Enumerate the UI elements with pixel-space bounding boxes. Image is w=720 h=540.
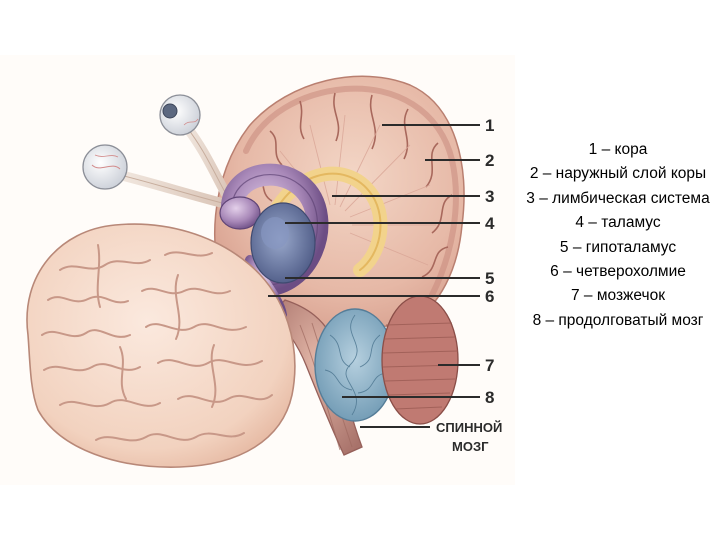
whole-brain [26,223,296,468]
callout-number-2: 2 [485,151,494,170]
left-eye [82,144,128,190]
legend-item-cerebellum: 7 – мозжечок [570,287,665,305]
callout-number-5: 5 [485,269,494,288]
callout-number-3: 3 [485,187,494,206]
callout-number-7: 7 [485,356,494,375]
legend-item-medulla: 8 – продолговатый мозг [532,311,704,329]
callout-numbers: 1 2 3 4 5 6 7 8 СПИННОЙ МОЗГ [436,116,502,454]
legend-item-outer-layer: 2 – наружный слой коры [529,165,707,183]
legend-list: 1 – кора 2 – наружный слой коры 3 – лимб… [524,138,712,333]
legend-item-hypothalamus: 5 – гипоталамус [559,238,677,256]
callout-number-8: 8 [485,388,494,407]
brain-diagram-svg: 1 2 3 4 5 6 7 8 СПИННОЙ МОЗГ [0,55,515,485]
callout-number-4: 4 [485,214,495,233]
callout-number-6: 6 [485,287,494,306]
cerebellar-hemisphere [381,295,459,425]
brain-anatomy-illustration: 1 2 3 4 5 6 7 8 СПИННОЙ МОЗГ [0,55,515,485]
spinal-cord-label-line2: МОЗГ [452,439,489,454]
callout-lines [268,124,480,428]
thalamus [250,202,316,284]
legend-item-quadrigemina: 6 – четверохолмие [550,263,686,281]
spinal-cord-label-line1: СПИННОЙ [436,420,502,435]
callout-number-1: 1 [485,116,494,135]
legend-item-cortex: 1 – кора [588,141,648,158]
legend-item-thalamus: 4 – таламус [575,214,661,232]
legend-item-limbic-system: 3 – лимбическая система [526,189,710,207]
right-eye [159,94,201,136]
